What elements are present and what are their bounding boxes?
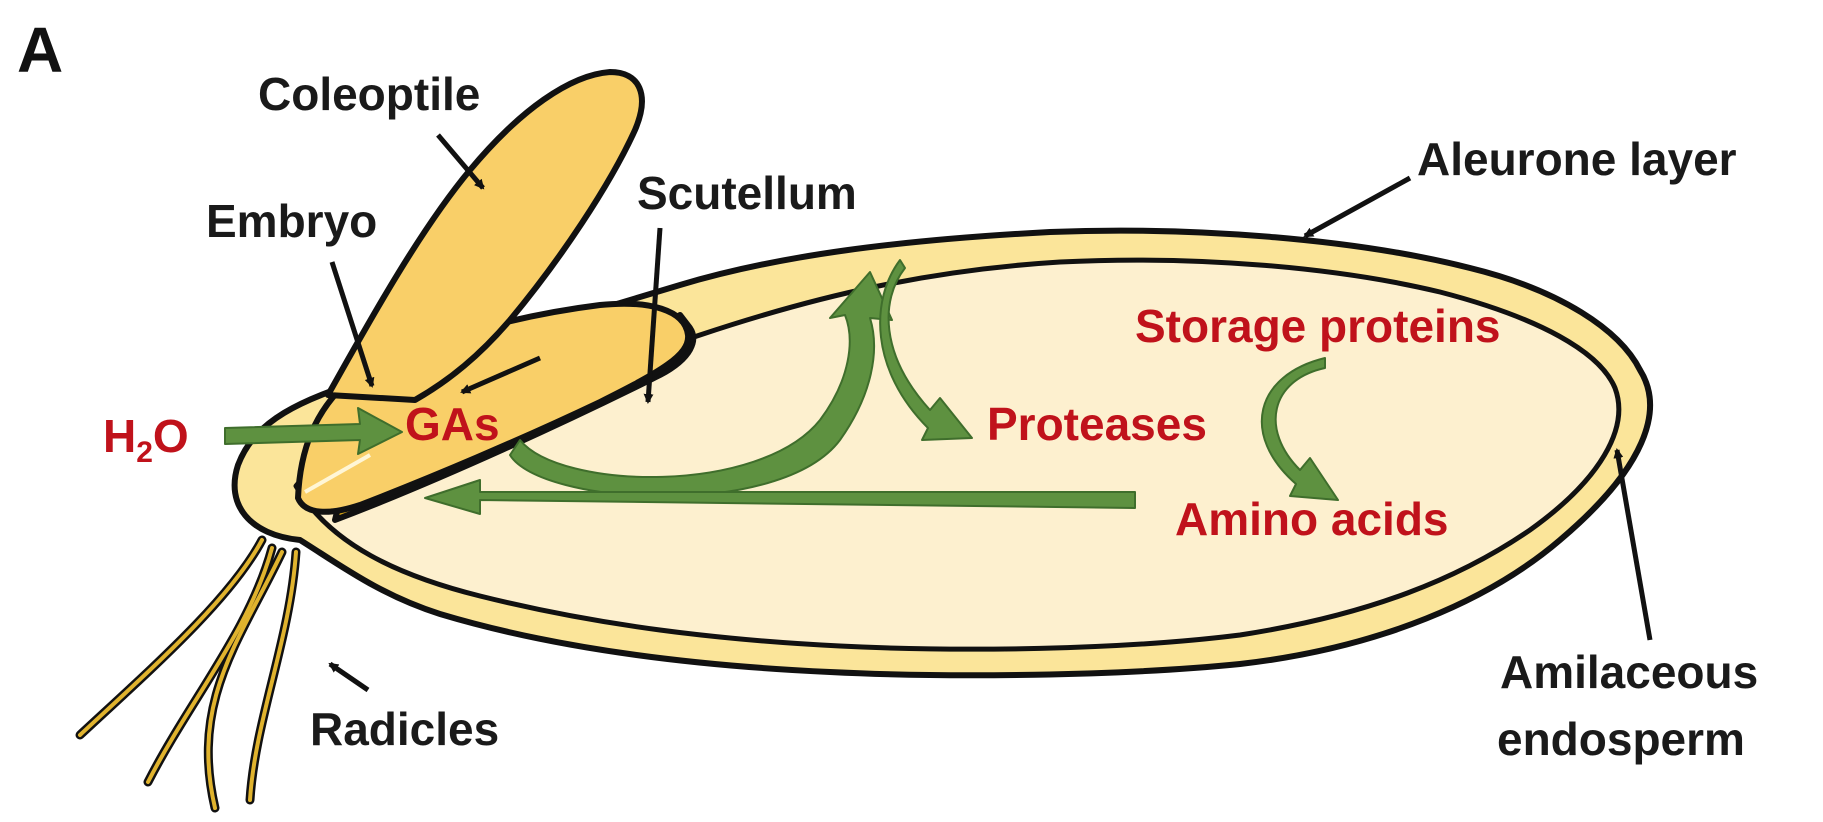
gas-label: GAs <box>405 398 500 450</box>
amilaceous-label-line2: endosperm <box>1497 713 1745 765</box>
radicles-shape <box>80 540 296 808</box>
water-label-h: H <box>103 410 136 462</box>
coleoptile-label: Coleoptile <box>258 68 480 120</box>
amino-acids-label: Amino acids <box>1175 493 1449 545</box>
scutellum-label: Scutellum <box>637 167 857 219</box>
water-label-o: O <box>153 410 189 462</box>
amilaceous-pointer <box>1617 450 1650 640</box>
aleurone-pointer <box>1305 178 1410 236</box>
radicles-pointer <box>330 664 368 690</box>
embryo-label: Embryo <box>206 195 377 247</box>
storage-proteins-label: Storage proteins <box>1135 300 1501 352</box>
amilaceous-label-line1: Amilaceous <box>1500 646 1758 698</box>
panel-label: A <box>17 14 63 86</box>
water-label: H2O <box>103 410 189 469</box>
water-label-sub: 2 <box>136 436 153 469</box>
aleurone-layer-label: Aleurone layer <box>1417 133 1737 185</box>
proteases-label: Proteases <box>987 398 1207 450</box>
radicles-label: Radicles <box>310 703 499 755</box>
